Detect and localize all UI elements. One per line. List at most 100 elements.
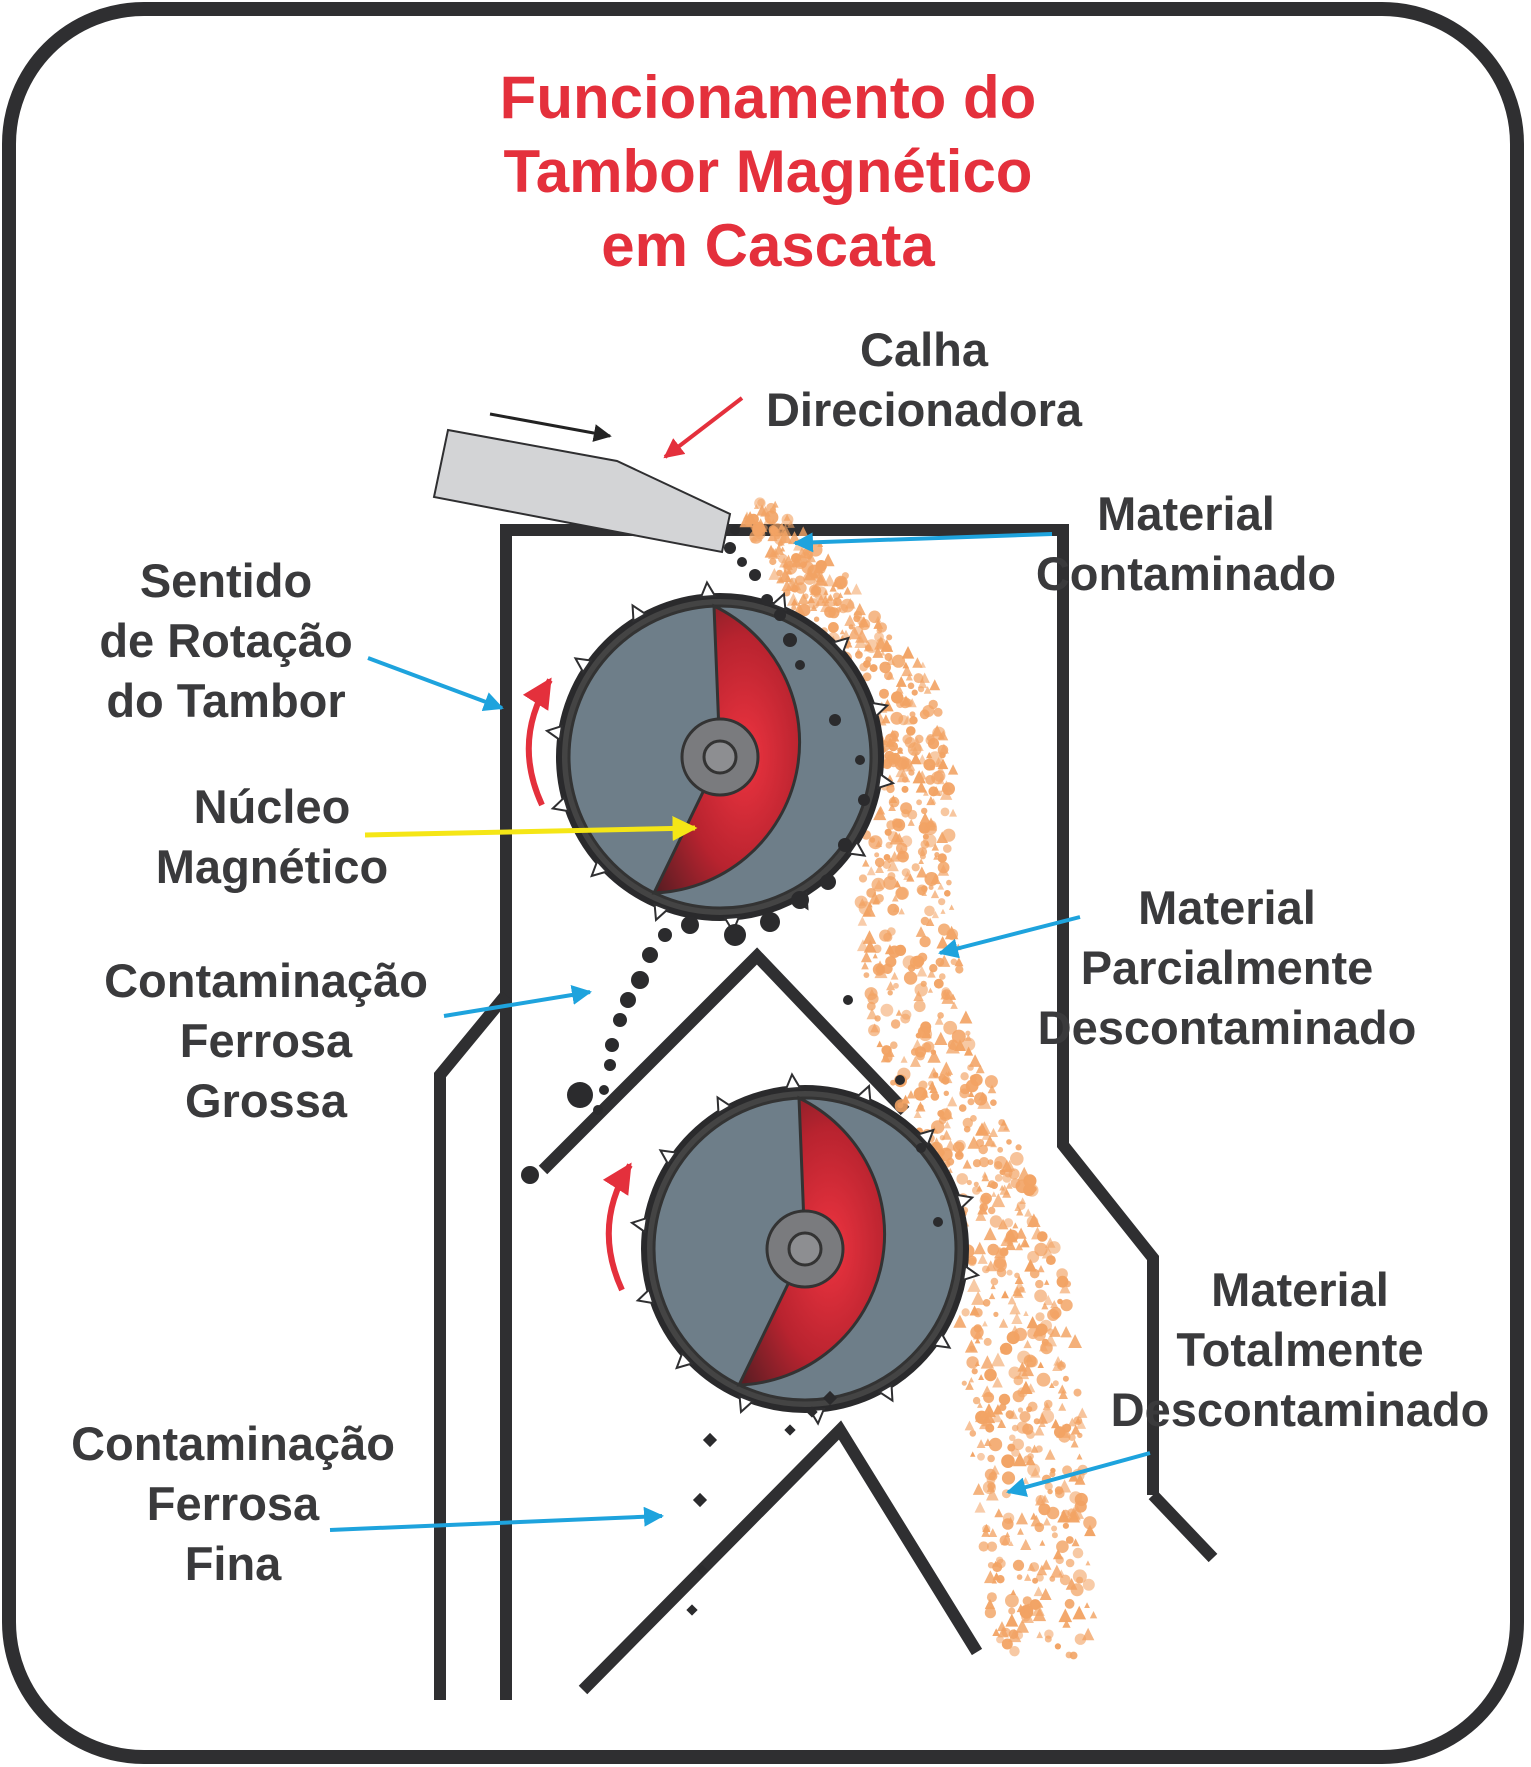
material-particle xyxy=(862,672,872,682)
material-particle xyxy=(992,1404,1004,1415)
material-particle xyxy=(1011,1424,1019,1432)
material-particle xyxy=(1019,1237,1030,1248)
material-particle xyxy=(997,1419,1007,1428)
material-particle xyxy=(1027,1401,1038,1412)
material-particle xyxy=(876,628,883,634)
material-particle xyxy=(988,1180,996,1188)
material-particle xyxy=(879,688,889,699)
material-particle xyxy=(986,1541,998,1552)
material-particle xyxy=(1007,1443,1016,1452)
calha-pointer xyxy=(663,396,744,459)
material-particle xyxy=(1070,1439,1079,1448)
material-particle xyxy=(815,573,825,583)
drum-cleat xyxy=(961,1264,981,1282)
material-particle xyxy=(807,595,816,604)
material-particle xyxy=(1054,1643,1061,1650)
material-particle xyxy=(991,1193,1006,1208)
material-particle xyxy=(874,615,882,623)
material-particle xyxy=(891,894,899,902)
material-particle xyxy=(1023,1310,1029,1316)
material-particle xyxy=(1004,1160,1016,1171)
material-particle xyxy=(1025,1354,1034,1362)
material-particle xyxy=(925,735,936,746)
material-particle xyxy=(947,764,959,775)
material-particle xyxy=(987,1243,1000,1256)
material-particle xyxy=(991,1191,997,1197)
material-particle xyxy=(955,965,964,974)
material-particle xyxy=(971,1290,986,1305)
material-particle xyxy=(921,885,928,892)
ferrous-particle xyxy=(631,971,649,989)
material-particle xyxy=(910,752,922,765)
material-particle xyxy=(999,1184,1005,1191)
material-particle xyxy=(1026,1383,1036,1393)
material-particle xyxy=(891,691,904,704)
material-particle xyxy=(838,603,848,614)
material-particle xyxy=(839,629,845,635)
material-particle xyxy=(872,953,878,959)
material-particle xyxy=(925,917,935,927)
sentido-line-2: de Rotação xyxy=(99,614,352,667)
material-particle xyxy=(767,530,778,542)
material-particle xyxy=(789,577,797,586)
material-particle xyxy=(976,1439,986,1449)
material-particle xyxy=(1044,1448,1056,1460)
material-particle xyxy=(900,758,913,770)
material-particle xyxy=(926,796,936,806)
material-particle xyxy=(900,1055,908,1063)
material-particle xyxy=(992,1562,1003,1573)
material-particle xyxy=(975,1210,987,1221)
material-particle xyxy=(988,1528,998,1538)
material-particle xyxy=(982,1524,991,1533)
drum-cleat xyxy=(738,1394,755,1414)
material-particle xyxy=(888,803,896,812)
material-particle xyxy=(1015,1619,1030,1633)
material-particle xyxy=(889,758,899,768)
material-particle xyxy=(938,898,946,906)
material-particle xyxy=(876,638,887,649)
fina-line-1: Contaminação xyxy=(71,1417,395,1470)
material-particle xyxy=(920,916,930,926)
material-particle xyxy=(1057,1361,1066,1371)
grossa-line-1: Contaminação xyxy=(104,954,428,1007)
ferrous-particle xyxy=(604,1059,616,1071)
material-particle xyxy=(868,835,883,850)
material-particle xyxy=(907,682,915,690)
material-particle xyxy=(768,567,781,580)
ferrous-particle xyxy=(737,557,747,567)
material-particle xyxy=(994,1174,1003,1182)
drum-cleat xyxy=(550,795,570,813)
material-particle xyxy=(828,607,840,619)
material-particle xyxy=(974,1337,981,1344)
material-particle xyxy=(1027,1463,1040,1477)
material-particle xyxy=(985,1260,997,1272)
material-particle xyxy=(927,1049,941,1063)
material-particle xyxy=(778,529,793,544)
material-particle xyxy=(1058,1430,1071,1443)
material-particle xyxy=(1042,1294,1054,1306)
material-particle xyxy=(803,568,816,581)
material-particle xyxy=(1005,1593,1019,1608)
material-particle xyxy=(937,744,949,756)
material-particle xyxy=(984,1075,998,1089)
material-particle xyxy=(1076,1453,1083,1460)
material-particle xyxy=(786,593,800,606)
material-particle xyxy=(911,689,918,696)
material-particle xyxy=(1015,1512,1028,1525)
material-particle xyxy=(987,1482,996,1491)
material-particle xyxy=(809,584,819,595)
material-particle xyxy=(1016,1201,1026,1210)
material-particle xyxy=(992,1572,1001,1581)
material-particle xyxy=(901,776,909,783)
material-particle xyxy=(861,961,869,970)
material-particle xyxy=(900,835,913,848)
material-particle xyxy=(887,990,893,996)
nucleo-line-2: Magnético xyxy=(156,840,388,893)
material-particle xyxy=(1016,1366,1030,1380)
material-particle xyxy=(1036,1372,1051,1387)
material-particle xyxy=(791,585,799,593)
material-particle xyxy=(973,1329,984,1340)
material-particle xyxy=(866,866,876,876)
ferrous-particle xyxy=(761,594,773,606)
material-particle xyxy=(1037,1231,1048,1242)
